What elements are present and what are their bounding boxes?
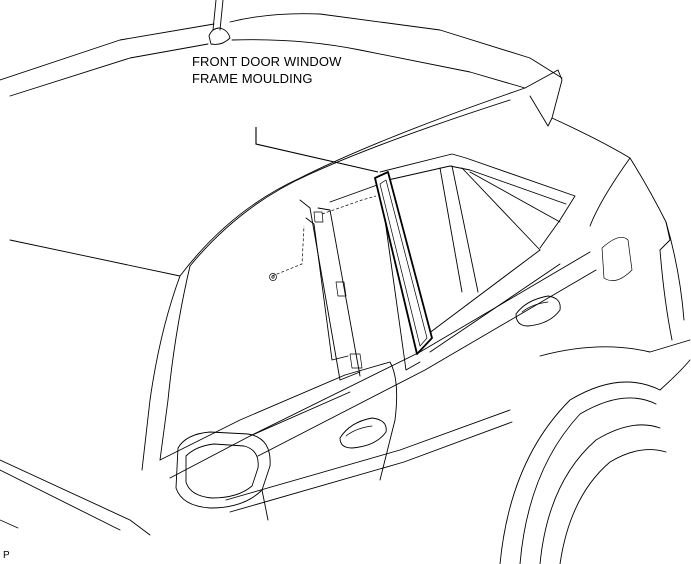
pillar-clip-top bbox=[313, 211, 324, 223]
clip-fastener bbox=[269, 273, 277, 281]
frame-moulding-part bbox=[374, 171, 433, 355]
part-callout-label: FRONT DOOR WINDOW FRAME MOULDING bbox=[192, 53, 342, 87]
rear-quarter bbox=[589, 157, 685, 341]
callout-line-2: FRAME MOULDING bbox=[192, 71, 313, 86]
pillar-clip-upper bbox=[335, 281, 347, 297]
front-door-handle bbox=[339, 417, 387, 449]
rear-door-handle bbox=[515, 295, 561, 327]
clip-dashed-guides bbox=[269, 195, 377, 281]
fuel-lid bbox=[601, 237, 633, 281]
callout-line-1: FRONT DOOR WINDOW bbox=[192, 54, 342, 69]
roof-panel bbox=[0, 13, 563, 277]
roof-antenna bbox=[208, 0, 231, 45]
rear-spoiler bbox=[524, 69, 631, 159]
rear-wheel bbox=[499, 339, 691, 564]
callout-leader-line bbox=[255, 127, 379, 173]
figure-code: P bbox=[3, 550, 10, 561]
side-mirror bbox=[175, 431, 271, 521]
rear-door-window bbox=[379, 153, 576, 353]
a-pillar bbox=[0, 265, 191, 536]
pillar-clip-lower bbox=[349, 353, 363, 369]
center-pillar bbox=[313, 183, 421, 377]
front-door-frame bbox=[159, 199, 398, 481]
